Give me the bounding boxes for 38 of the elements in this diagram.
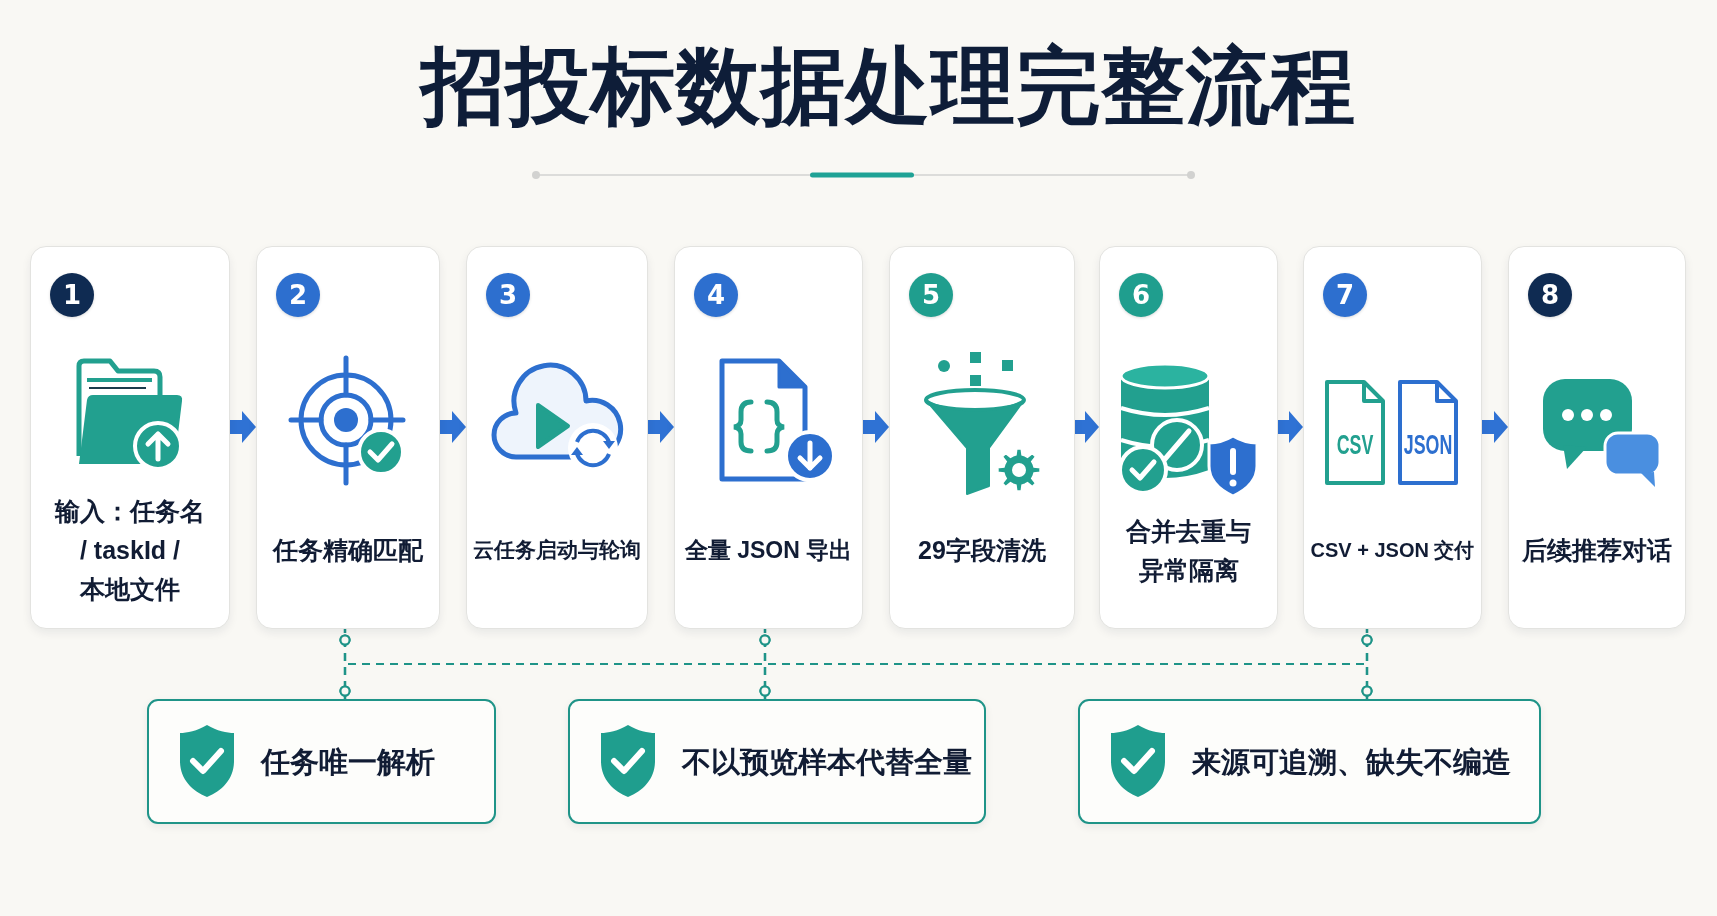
- number-badge: 2: [276, 273, 320, 317]
- number-badge: 3: [486, 273, 530, 317]
- step-card: [674, 246, 863, 629]
- title: 招投标数据处理完整流程: [420, 44, 1356, 128]
- number-badge: 8: [1528, 273, 1572, 317]
- step-label: 任务精确匹配: [273, 535, 423, 567]
- number-badge: 6: [1119, 273, 1163, 317]
- number-badge: 1: [50, 273, 94, 317]
- step-card: [889, 246, 1075, 629]
- step-label: 云任务启动与轮询: [473, 537, 641, 564]
- rule-text: 任务唯一解析: [261, 744, 435, 779]
- step-label: 29字段清洗: [918, 535, 1046, 567]
- step-label: 输入：任务名 / taskId / 本地文件: [53, 496, 206, 605]
- flow-arrow: [1075, 411, 1099, 443]
- flow-arrow: [1278, 411, 1303, 443]
- file-type-label: CSV: [1336, 431, 1374, 459]
- flow-arrow: [440, 411, 466, 443]
- flow-arrow: [1482, 411, 1508, 443]
- step-card: [1303, 246, 1482, 629]
- step-card: [466, 246, 648, 629]
- rule-text: 来源可追溯、缺失不编造: [1192, 744, 1511, 779]
- flow-arrow: [863, 411, 889, 443]
- number-badge: 4: [694, 273, 738, 317]
- rule-text: 不以预览样本代替全量: [682, 744, 972, 779]
- step-card: [1508, 246, 1686, 629]
- step-label: 全量 JSON 导出: [684, 535, 853, 565]
- file-type-label: JSON: [1403, 431, 1453, 459]
- number-badge: 5: [909, 273, 953, 317]
- step-card: [1099, 246, 1278, 629]
- dashed-connector: [339, 629, 1373, 699]
- step-label: CSV + JSON 交付: [1310, 538, 1475, 563]
- step-card: [256, 246, 440, 629]
- flow-arrow: [230, 411, 256, 443]
- step-label: 合并去重与异常隔离: [1125, 515, 1252, 586]
- step-label: 后续推荐对话: [1522, 535, 1672, 567]
- flow-arrow: [648, 411, 674, 443]
- step-card: [30, 246, 230, 629]
- number-badge: 7: [1323, 273, 1367, 317]
